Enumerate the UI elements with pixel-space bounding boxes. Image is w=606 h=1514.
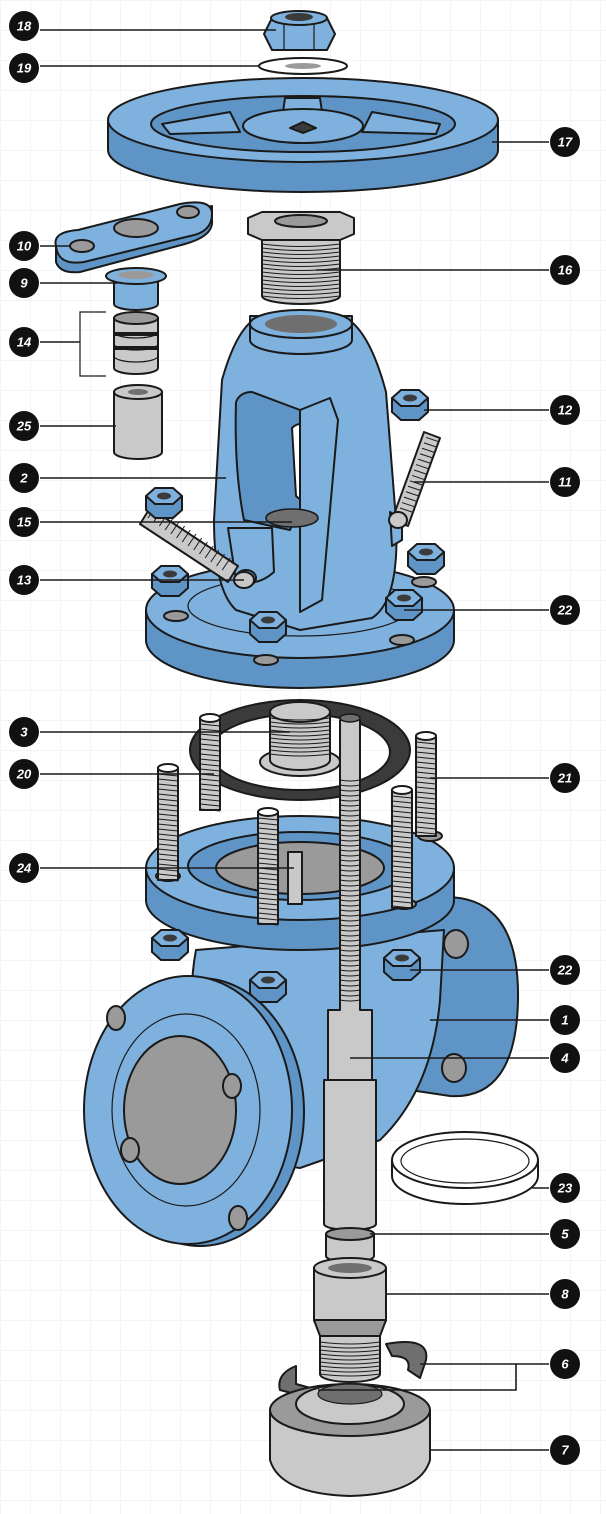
callout-badge-21: 21 — [550, 763, 580, 793]
part-bonnet-yoke — [145, 309, 455, 689]
stud-bolt — [157, 763, 179, 882]
callout-label: 10 — [17, 239, 32, 254]
callout-label: 9 — [20, 276, 28, 291]
callout-badge-25: 25 — [9, 411, 39, 441]
part-packing-rings — [79, 311, 159, 377]
part-disc — [313, 1257, 387, 1383]
callout-label: 8 — [561, 1287, 569, 1302]
callout-label: 25 — [16, 419, 32, 434]
callout-label: 13 — [17, 573, 32, 588]
part-washer — [258, 57, 348, 75]
hex-nut — [249, 971, 287, 1003]
part-eye-bolts — [139, 431, 441, 589]
hex-nut — [385, 589, 423, 621]
callout-badge-16: 16 — [550, 255, 580, 285]
part-stem-end — [323, 1079, 377, 1263]
callout-label: 1 — [561, 1013, 568, 1028]
part-seat-bushing — [259, 701, 341, 777]
callout-label: 23 — [557, 1181, 573, 1196]
callout-badge-17: 17 — [550, 127, 580, 157]
callout-badge-11: 11 — [550, 467, 580, 497]
hex-nut — [391, 389, 429, 421]
callout-badge-15: 15 — [9, 507, 39, 537]
callout-badge-22: 22 — [550, 595, 580, 625]
callout-label: 11 — [558, 475, 572, 490]
callout-label: 3 — [20, 725, 28, 740]
callout-badge-19: 19 — [9, 53, 39, 83]
part-gland — [105, 267, 167, 311]
callout-badge-13: 13 — [9, 565, 39, 595]
part-yoke-bushing — [247, 211, 355, 305]
callout-label: 4 — [560, 1051, 569, 1066]
part-bushing — [113, 384, 163, 460]
callout-label: 21 — [557, 771, 572, 786]
callout-badge-8: 8 — [550, 1279, 580, 1309]
callout-badge-4: 4 — [550, 1043, 580, 1073]
callout-label: 14 — [17, 335, 32, 350]
callout-badge-18: 18 — [9, 11, 39, 41]
callout-badge-5: 5 — [550, 1219, 580, 1249]
part-studs — [157, 713, 437, 926]
callout-label: 19 — [17, 61, 32, 76]
callout-badge-24: 24 — [9, 853, 39, 883]
callout-badge-6: 6 — [550, 1349, 580, 1379]
hex-nut — [383, 949, 421, 981]
part-gasket-ring — [189, 699, 411, 801]
hex-nut — [145, 487, 183, 519]
callout-label: 6 — [561, 1357, 569, 1372]
callout-label: 16 — [558, 263, 573, 278]
callout-badge-7: 7 — [550, 1435, 580, 1465]
part-flange-nuts — [145, 389, 445, 643]
stud-bolt — [199, 713, 221, 812]
callout-label: 24 — [16, 861, 32, 876]
hex-nut — [151, 565, 189, 597]
part-hex-nut-top — [263, 10, 336, 51]
part-handwheel — [107, 77, 499, 193]
stud-bolt — [391, 785, 413, 909]
callout-badge-23: 23 — [550, 1173, 580, 1203]
callout-badge-12: 12 — [550, 395, 580, 425]
hex-nut — [151, 929, 189, 961]
leader-line — [318, 1363, 549, 1391]
callout-badge-2: 2 — [9, 463, 39, 493]
callout-badge-22: 22 — [550, 955, 580, 985]
callout-label: 17 — [558, 135, 573, 150]
callout-label: 5 — [561, 1227, 569, 1242]
stud-bolt — [415, 731, 437, 837]
hex-nut — [249, 611, 287, 643]
callout-label: 7 — [561, 1443, 569, 1458]
callout-badge-14: 14 — [9, 327, 39, 357]
callout-badge-20: 20 — [9, 759, 39, 789]
part-gland-flange — [54, 201, 214, 274]
hex-nut — [407, 543, 445, 575]
callout-label: 22 — [557, 603, 573, 618]
part-disc-nut — [269, 1383, 431, 1497]
callout-badge-10: 10 — [9, 231, 39, 261]
callout-label: 22 — [557, 963, 573, 978]
stud-bolt — [257, 807, 279, 926]
callout-label: 12 — [558, 403, 573, 418]
callout-label: 2 — [19, 471, 28, 486]
callout-label: 18 — [17, 19, 32, 34]
callout-badge-9: 9 — [9, 268, 39, 298]
callout-label: 20 — [16, 767, 32, 782]
callout-badge-3: 3 — [9, 717, 39, 747]
part-seat-ring — [391, 1131, 539, 1205]
callout-label: 15 — [17, 515, 32, 530]
callout-badge-1: 1 — [550, 1005, 580, 1035]
part-body-nuts — [151, 929, 421, 1003]
leader-lines — [40, 29, 549, 1451]
